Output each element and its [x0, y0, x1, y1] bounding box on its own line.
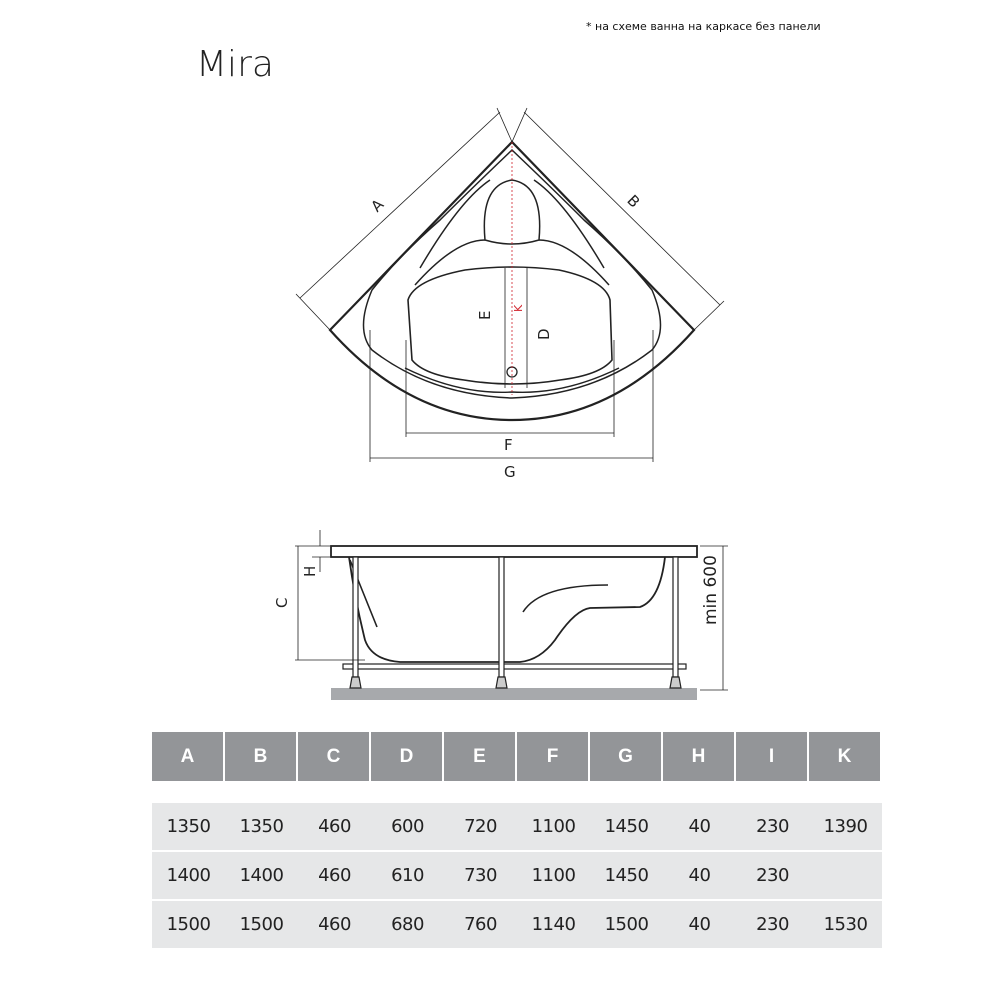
note: * на схеме ванна на каркасе без панели: [586, 20, 821, 33]
table-cell: 1350: [225, 803, 298, 852]
frame-rail: [342, 663, 687, 670]
table-cell: 460: [298, 901, 371, 950]
table-cell: 610: [371, 852, 444, 901]
table-cell: 1450: [590, 852, 663, 901]
seat-curve-right: [533, 179, 610, 286]
side-view: C H min 600: [273, 530, 728, 700]
label-d: D: [535, 328, 553, 340]
technical-drawing: A B F G E D K C H min: [273, 107, 728, 700]
table-cell: 1500: [225, 901, 298, 950]
label-g: G: [504, 463, 516, 481]
column-header-i: I: [736, 732, 809, 781]
label-h: H: [301, 566, 319, 577]
column-header-k: K: [809, 732, 882, 781]
label-b: B: [623, 191, 643, 211]
floor: [331, 688, 697, 700]
table-cell: 1350: [152, 803, 225, 852]
table-cell: 40: [663, 803, 736, 852]
spacer: [152, 781, 882, 803]
table-cell: [809, 852, 882, 901]
table-cell: 720: [444, 803, 517, 852]
table-cell: 1500: [152, 901, 225, 950]
frame-legs: [349, 556, 682, 689]
top-view: A B F G E D K: [295, 107, 725, 481]
table-cell: 1530: [809, 901, 882, 950]
label-a: A: [367, 195, 388, 216]
tub-rim-inner: [362, 148, 662, 399]
column-header-d: D: [371, 732, 444, 781]
table-cell: 1400: [225, 852, 298, 901]
headrest: [483, 179, 541, 245]
table-cell: 230: [736, 803, 809, 852]
label-c: C: [273, 598, 291, 608]
table-cell: 760: [444, 901, 517, 950]
table-cell: 40: [663, 852, 736, 901]
label-k: K: [512, 304, 525, 312]
table-cell: 460: [298, 803, 371, 852]
label-e: E: [476, 311, 494, 320]
side-dimension-lines: [295, 530, 728, 691]
table-cell: 600: [371, 803, 444, 852]
tub-rim: [330, 545, 698, 558]
table-cell: 1140: [517, 901, 590, 950]
table-cell: 680: [371, 901, 444, 950]
table-cell: 1390: [809, 803, 882, 852]
column-header-f: F: [517, 732, 590, 781]
table-cell: 730: [444, 852, 517, 901]
table-cell: 460: [298, 852, 371, 901]
tub-body: [348, 556, 666, 663]
table-cell: 1400: [152, 852, 225, 901]
dimension-lines: [295, 107, 725, 462]
label-f: F: [504, 436, 513, 454]
column-header-e: E: [444, 732, 517, 781]
column-header-g: G: [590, 732, 663, 781]
page-title: Mira: [196, 44, 274, 85]
table-cell: 40: [663, 901, 736, 950]
basin: [407, 266, 613, 385]
column-header-h: H: [663, 732, 736, 781]
column-header-a: A: [152, 732, 225, 781]
column-header-b: B: [225, 732, 298, 781]
table-cell: 1100: [517, 803, 590, 852]
seat-curve-left: [414, 179, 491, 286]
column-header-c: C: [298, 732, 371, 781]
table-cell: 1100: [517, 852, 590, 901]
label-min-height: min 600: [701, 555, 721, 625]
tub-outline: [328, 140, 696, 422]
table-cell: 1500: [590, 901, 663, 950]
table-cell: 230: [736, 901, 809, 950]
table-cell: 230: [736, 852, 809, 901]
table-cell: 1450: [590, 803, 663, 852]
